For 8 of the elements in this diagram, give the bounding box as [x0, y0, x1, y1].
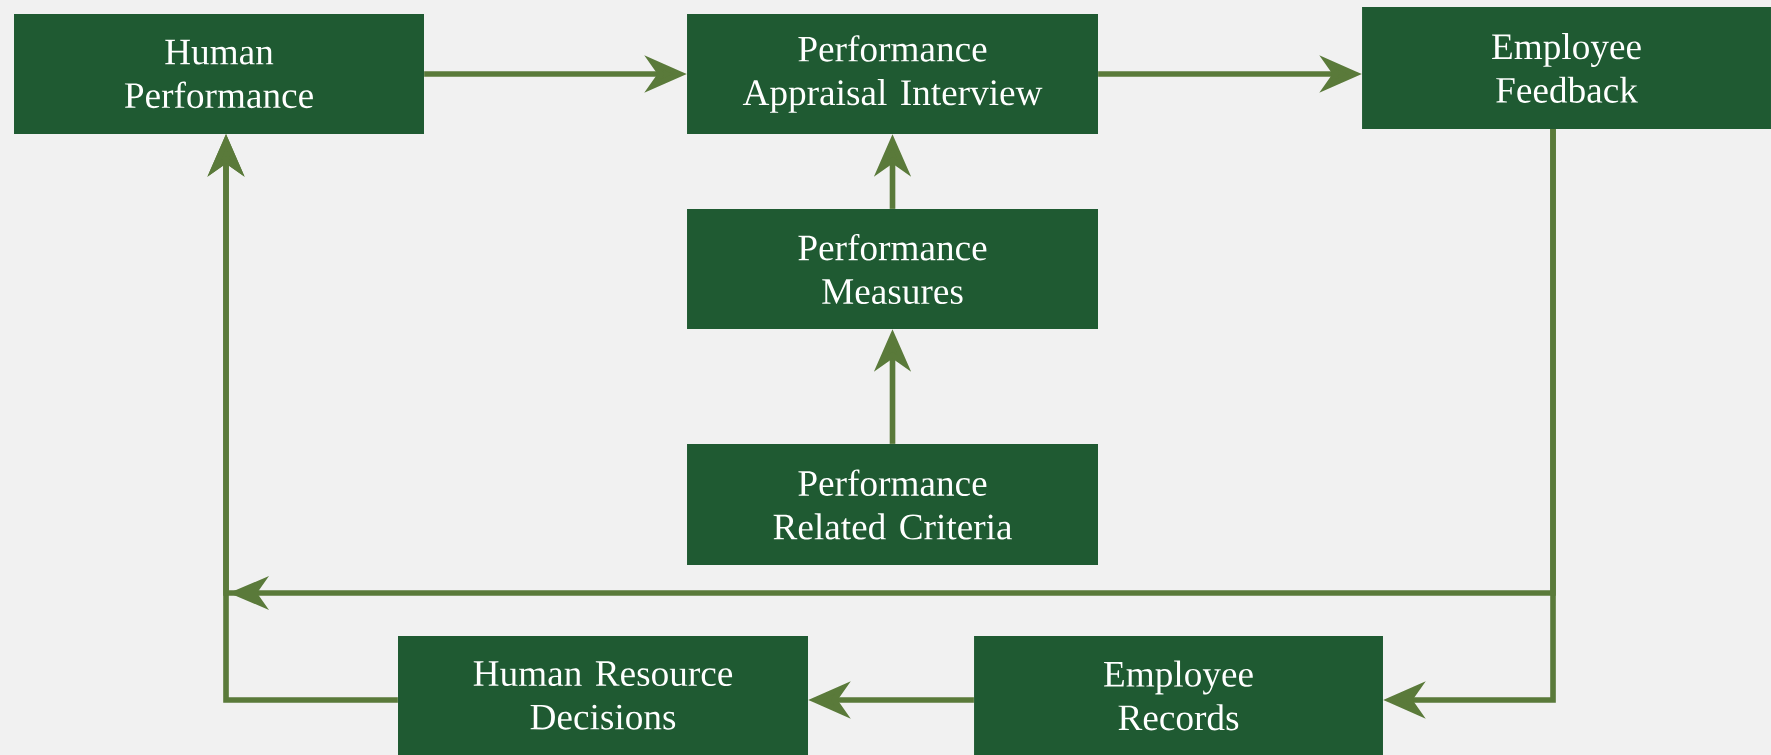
process-box: Performance Related Criteria [687, 444, 1098, 565]
process-box: Performance Measures [687, 209, 1098, 329]
process-box: Employee Records [974, 636, 1383, 755]
process-box: Performance Appraisal Interview [687, 14, 1098, 134]
process-box: Human Resource Decisions [398, 636, 808, 755]
arrow [207, 129, 1556, 610]
process-box: Employee Feedback [1362, 7, 1771, 129]
process-box: Human Performance [14, 14, 424, 134]
